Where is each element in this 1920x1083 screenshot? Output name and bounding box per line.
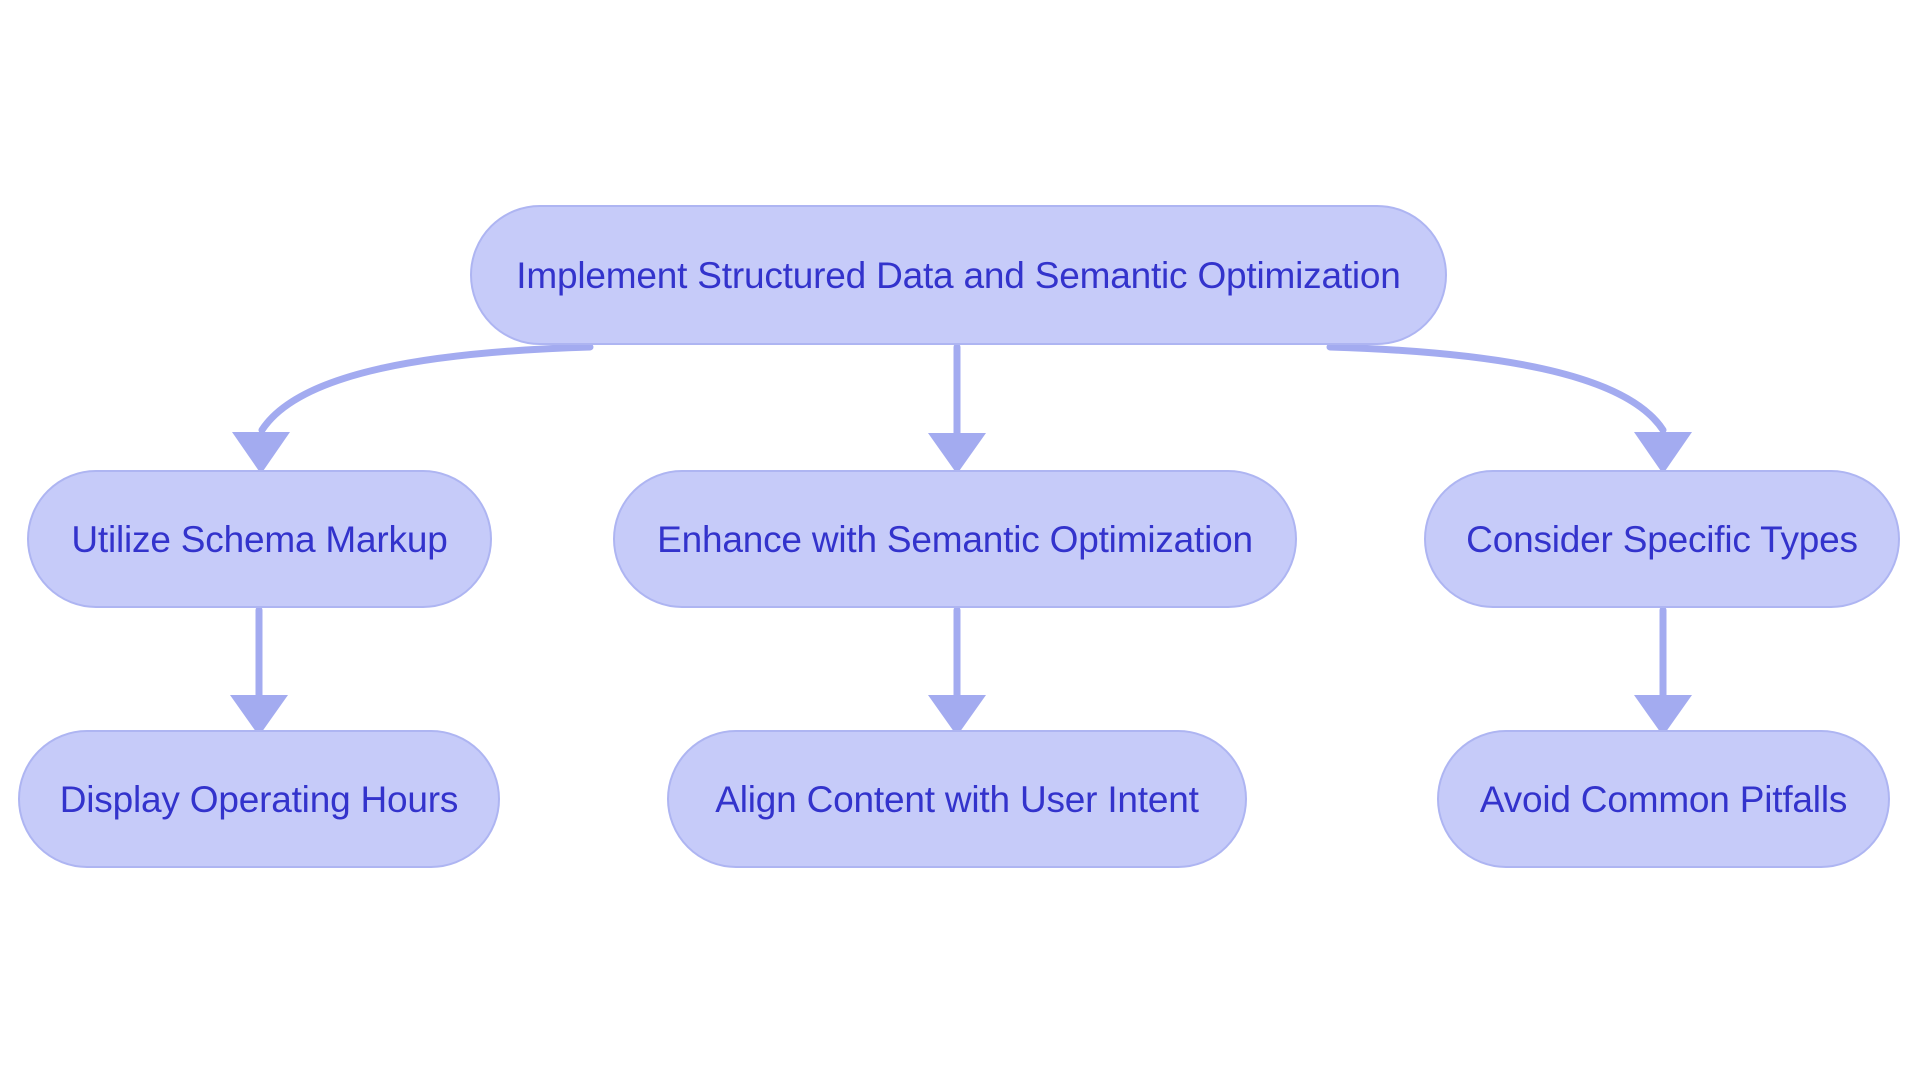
arrowhead-root-to-consider-specific-types <box>1634 432 1692 474</box>
node-label: Align Content with User Intent <box>715 778 1199 820</box>
node-implement-structured-data[interactable]: Implement Structured Data and Semantic O… <box>470 205 1447 345</box>
node-consider-specific-types[interactable]: Consider Specific Types <box>1424 470 1900 608</box>
edge-root-to-utilize-schema-markup <box>258 343 594 434</box>
node-label: Enhance with Semantic Optimization <box>657 518 1253 560</box>
node-avoid-common-pitfalls[interactable]: Avoid Common Pitfalls <box>1437 730 1890 868</box>
node-align-content-with-user-intent[interactable]: Align Content with User Intent <box>667 730 1247 868</box>
node-label: Avoid Common Pitfalls <box>1479 778 1848 820</box>
node-label: Display Operating Hours <box>59 778 459 820</box>
arrowhead-root-to-utilize-schema-markup <box>232 432 290 474</box>
node-label: Consider Specific Types <box>1466 518 1858 560</box>
edge-root-to-consider-specific-types <box>1326 343 1667 434</box>
node-label: Utilize Schema Markup <box>71 518 448 560</box>
node-utilize-schema-markup[interactable]: Utilize Schema Markup <box>27 470 492 608</box>
arrowhead-root-to-enhance-semantic-optimization <box>928 433 986 474</box>
node-enhance-with-semantic-optimization[interactable]: Enhance with Semantic Optimization <box>613 470 1297 608</box>
node-display-operating-hours[interactable]: Display Operating Hours <box>18 730 500 868</box>
node-label: Implement Structured Data and Semantic O… <box>516 254 1401 296</box>
